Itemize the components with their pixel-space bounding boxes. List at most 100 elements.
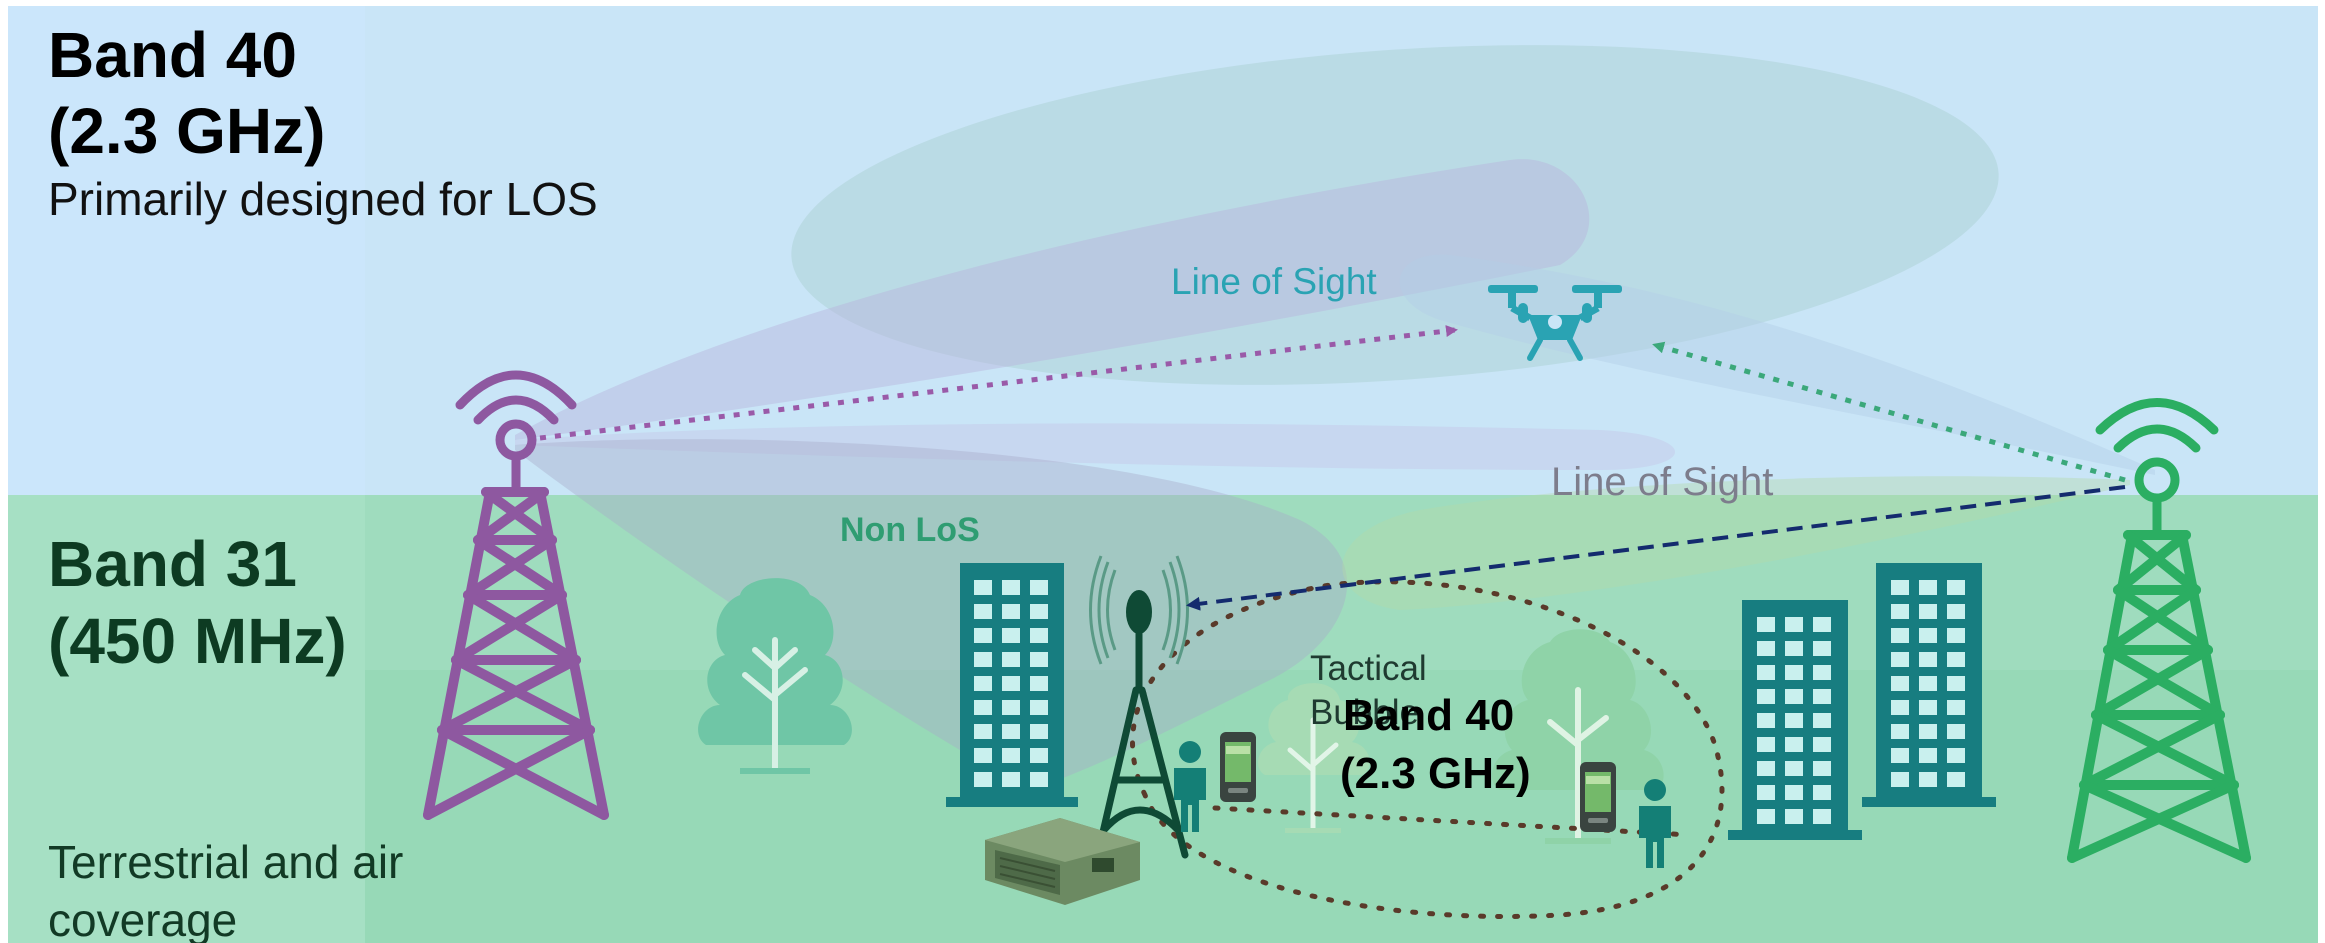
building-window — [974, 772, 992, 787]
building-window — [1891, 628, 1909, 643]
tactical-bubble-label-line1: Tactical — [1310, 649, 1427, 688]
building-window — [1785, 761, 1803, 776]
building-window — [974, 628, 992, 643]
building-window — [1813, 689, 1831, 704]
building-window — [1785, 713, 1803, 728]
building-window — [1030, 676, 1048, 691]
band31-description-line1: Terrestrial and air — [48, 836, 404, 888]
band31-title-line1: Band 31 — [48, 528, 297, 600]
person-icon-left — [1174, 741, 1206, 832]
building-window — [974, 604, 992, 619]
right-tower-low-lobe — [1342, 476, 2130, 610]
building-window — [1002, 700, 1020, 715]
building-window — [1919, 628, 1937, 643]
building-window — [974, 580, 992, 595]
building-window — [1785, 785, 1803, 800]
band31-description-line2: coverage — [48, 894, 238, 943]
bubble-band40-line1: Band 40 — [1343, 691, 1515, 740]
building-window — [1002, 748, 1020, 763]
left-tower-beam-flat — [515, 423, 1675, 470]
non-los-lobe — [515, 439, 1348, 790]
building-window — [1030, 580, 1048, 595]
drone-icon — [1488, 285, 1622, 361]
smartphone-icon-right — [1580, 762, 1616, 832]
building-window — [1919, 724, 1937, 739]
non-los-label: Non LoS — [840, 511, 980, 549]
building-window — [1030, 724, 1048, 739]
sky-band-left-panel — [0, 0, 365, 495]
building-window — [1757, 617, 1775, 632]
smartphone-icon-left — [1220, 732, 1256, 802]
building-window — [1030, 604, 1048, 619]
building-window — [1757, 641, 1775, 656]
building-icon-right-a — [1728, 600, 1862, 840]
building-window — [1947, 580, 1965, 595]
building-window — [974, 724, 992, 739]
tree-icon-right — [1491, 629, 1664, 844]
frame-white-right — [2318, 0, 2325, 943]
building-window — [1785, 689, 1803, 704]
building-window — [1785, 737, 1803, 752]
band40-title-line2: (2.3 GHz) — [48, 95, 326, 167]
left-cell-tower-icon — [423, 370, 609, 820]
band40-description: Primarily designed for LOS — [48, 173, 598, 225]
band31-title-line2: (450 MHz) — [48, 605, 347, 677]
building-window — [1947, 652, 1965, 667]
building-window — [1002, 676, 1020, 691]
building-window — [1919, 772, 1937, 787]
tree-icon-bubble — [1258, 683, 1370, 833]
building-window — [1813, 641, 1831, 656]
drone-coverage-lobe — [791, 45, 1999, 385]
building-window — [1947, 700, 1965, 715]
building-window — [1813, 617, 1831, 632]
building-window — [1813, 665, 1831, 680]
building-window — [1891, 652, 1909, 667]
building-window — [1891, 772, 1909, 787]
left-tower-beam-up — [515, 159, 1590, 440]
ground-band-left-panel — [0, 495, 365, 943]
person-icon-right — [1639, 779, 1671, 868]
building-window — [1002, 580, 1020, 595]
building-window — [1947, 676, 1965, 691]
building-window — [1919, 748, 1937, 763]
building-icon-right-b — [1862, 563, 1996, 807]
building-window — [1891, 604, 1909, 619]
building-window — [1947, 604, 1965, 619]
building-icon-left — [946, 563, 1078, 807]
bubble-band40-line2: (2.3 GHz) — [1340, 749, 1531, 798]
building-window — [1757, 665, 1775, 680]
los-label-drone: Line of Sight — [1171, 261, 1377, 302]
building-window — [1813, 761, 1831, 776]
sky-band — [0, 0, 2325, 495]
building-window — [1813, 809, 1831, 824]
building-window — [1947, 628, 1965, 643]
building-window — [1785, 809, 1803, 824]
building-window — [1785, 641, 1803, 656]
building-window — [1757, 713, 1775, 728]
building-window — [1030, 748, 1048, 763]
building-window — [1947, 748, 1965, 763]
building-window — [1947, 772, 1965, 787]
building-window — [1002, 724, 1020, 739]
building-window — [1891, 748, 1909, 763]
building-window — [1919, 700, 1937, 715]
building-window — [1030, 652, 1048, 667]
los-label-ground: Line of Sight — [1551, 460, 1774, 504]
building-window — [1891, 724, 1909, 739]
building-window — [1785, 617, 1803, 632]
frame-white-top — [0, 0, 2325, 6]
radio-box-icon — [985, 818, 1140, 905]
los-link-right-to-drone — [1652, 341, 2126, 483]
building-window — [1002, 652, 1020, 667]
building-window — [1891, 676, 1909, 691]
antenna-icon — [1089, 555, 1189, 859]
frame-white-left — [0, 0, 8, 943]
tactical-bubble-label-line2: Bubble — [1310, 693, 1419, 732]
building-window — [1030, 628, 1048, 643]
right-cell-tower-icon — [2067, 398, 2251, 863]
tactical-bubble-outline — [1130, 579, 1725, 919]
building-window — [1891, 700, 1909, 715]
building-window — [974, 700, 992, 715]
